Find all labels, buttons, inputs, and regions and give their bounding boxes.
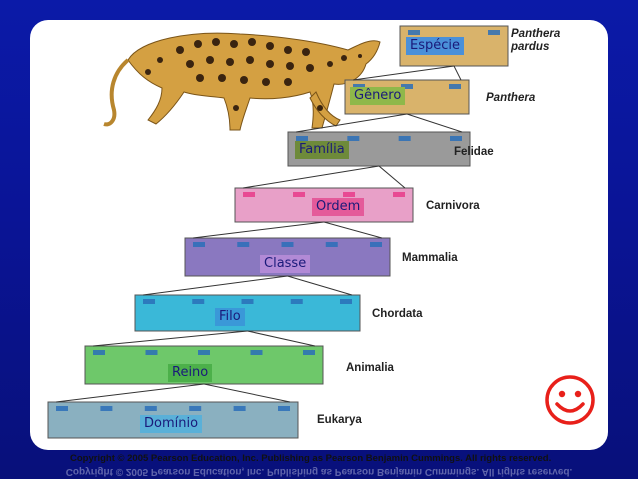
tier-mark bbox=[393, 192, 405, 197]
taxon-name-5: Mammalia bbox=[402, 252, 458, 264]
connector-line bbox=[323, 221, 383, 239]
connector-line bbox=[142, 275, 288, 296]
tier-mark bbox=[408, 30, 420, 35]
tier-mark bbox=[189, 406, 202, 411]
tier-mark bbox=[340, 299, 352, 304]
connector-line bbox=[378, 165, 406, 189]
connector-line bbox=[203, 383, 291, 403]
tier-mark bbox=[347, 136, 360, 141]
tier-mark bbox=[488, 30, 500, 35]
tier-mark bbox=[145, 350, 158, 355]
tier-mark bbox=[281, 242, 294, 247]
taxon-name-7: Animalia bbox=[346, 362, 394, 374]
connector-line bbox=[352, 65, 455, 81]
smiley-face-icon bbox=[545, 375, 595, 425]
tier-mark bbox=[56, 406, 68, 411]
tier-mark bbox=[449, 84, 461, 89]
tier-mark bbox=[143, 299, 155, 304]
tier-6 bbox=[134, 275, 361, 332]
taxon-name-3: Felidae bbox=[454, 146, 494, 158]
taxonomy-diagram bbox=[47, 25, 509, 439]
taxon-species-line: pardus bbox=[511, 41, 550, 53]
tier-mark bbox=[144, 406, 157, 411]
tier-mark bbox=[250, 350, 263, 355]
tier-mark bbox=[343, 192, 355, 197]
tier-mark bbox=[243, 192, 255, 197]
tier-mark bbox=[401, 84, 413, 89]
connector-line bbox=[192, 221, 325, 239]
taxon-name-6: Chordata bbox=[372, 308, 423, 320]
connector-line bbox=[92, 330, 248, 347]
tier-mark bbox=[398, 136, 411, 141]
tier-mark bbox=[296, 136, 308, 141]
tier-mark bbox=[278, 406, 290, 411]
tier-mark bbox=[241, 299, 254, 304]
connector-line bbox=[242, 165, 380, 189]
level-label-8: Domínio bbox=[140, 415, 203, 433]
tier-mark bbox=[100, 406, 113, 411]
tier-mark bbox=[325, 242, 338, 247]
connector-line bbox=[295, 113, 408, 133]
level-label-2: Gênero bbox=[350, 87, 406, 105]
tier-mark bbox=[370, 242, 382, 247]
tier-mark bbox=[198, 350, 210, 355]
connector-line bbox=[453, 65, 462, 81]
tier-mark bbox=[193, 242, 205, 247]
tier-mark bbox=[293, 192, 305, 197]
tier-mark bbox=[290, 299, 303, 304]
leopard-illustration bbox=[103, 32, 381, 131]
level-label-4: Ordem bbox=[312, 198, 365, 216]
copyright-text: Copyright © 2005 Pearson Education, Inc.… bbox=[70, 453, 552, 464]
level-label-5: Classe bbox=[260, 255, 311, 273]
tier-mark bbox=[237, 242, 250, 247]
taxon-genus-line: Panthera bbox=[511, 28, 561, 40]
tier-mark bbox=[353, 84, 365, 89]
connector-line bbox=[55, 383, 205, 403]
tier-mark bbox=[233, 406, 246, 411]
level-label-3: Família bbox=[295, 141, 349, 159]
tier-mark bbox=[450, 136, 462, 141]
level-label-7: Reino bbox=[168, 364, 213, 382]
connector-line bbox=[406, 113, 463, 133]
connector-line bbox=[247, 330, 316, 347]
tier-mark bbox=[303, 350, 315, 355]
taxon-name-4: Carnivora bbox=[426, 200, 480, 212]
taxon-name-8: Eukarya bbox=[317, 414, 362, 426]
level-label-6: Filo bbox=[215, 308, 245, 326]
connector-line bbox=[287, 275, 353, 296]
taxon-name-2: Panthera bbox=[486, 92, 536, 104]
tier-mark bbox=[192, 299, 205, 304]
tier-mark bbox=[93, 350, 105, 355]
level-label-1: Espécie bbox=[406, 37, 464, 55]
